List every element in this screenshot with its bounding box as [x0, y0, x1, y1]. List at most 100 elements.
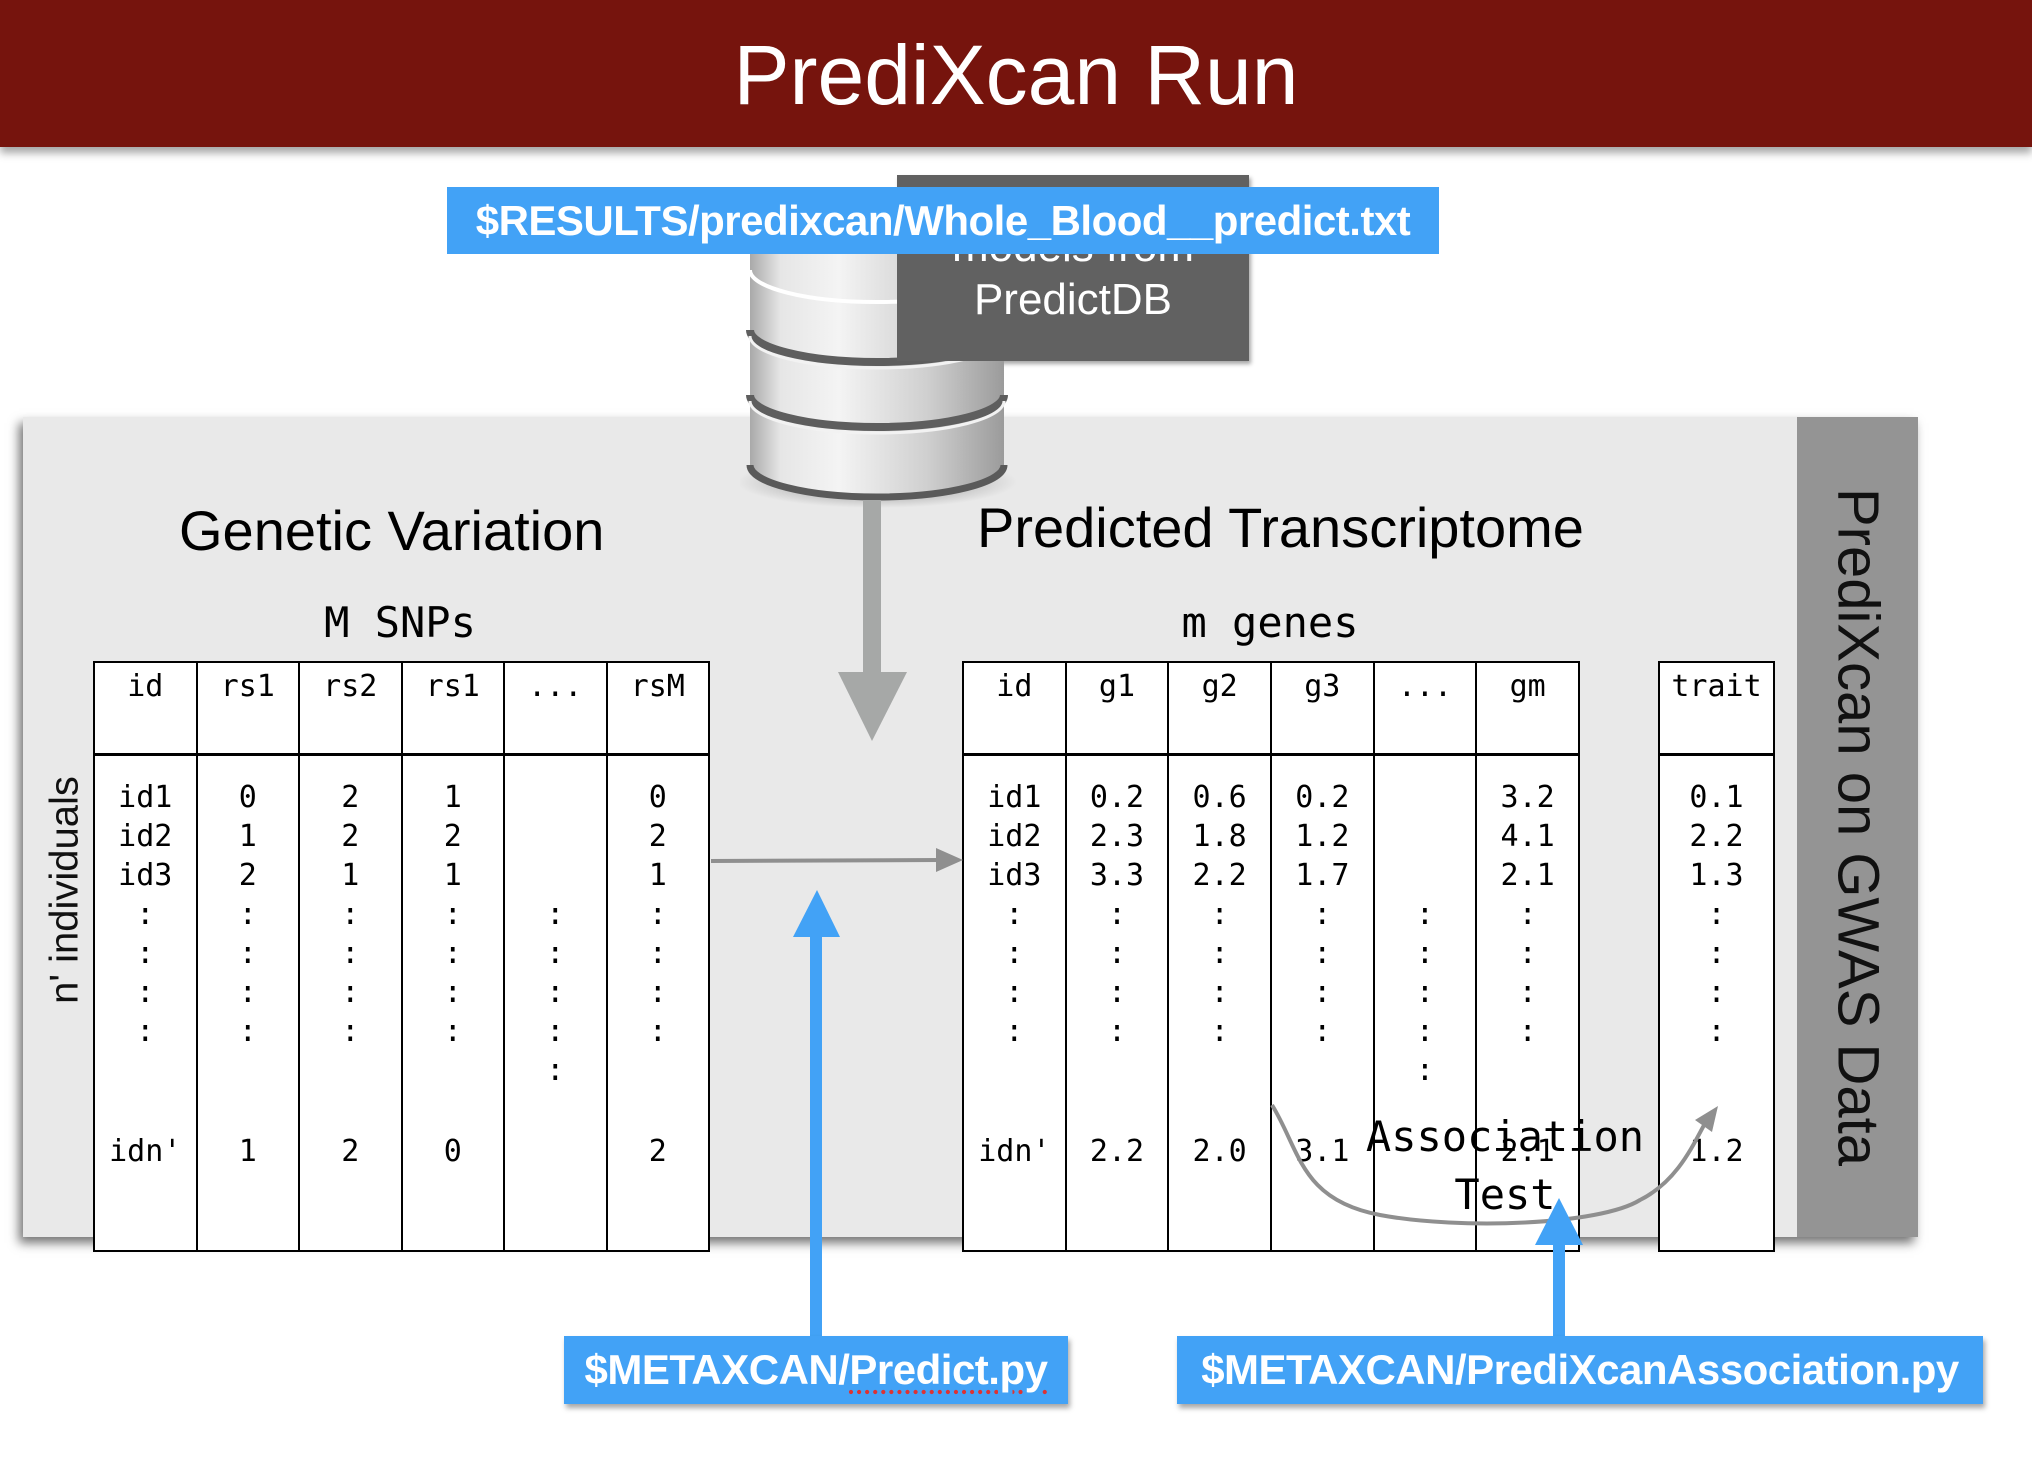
table-cell: 1.2	[1689, 1134, 1744, 1169]
page-title: PrediXcan Run	[733, 28, 1299, 122]
association-line-2: Test	[1454, 1170, 1556, 1219]
table-cell: :	[341, 936, 360, 971]
table-cell: :	[648, 897, 667, 932]
table-cell: :	[648, 975, 667, 1010]
table-cell: 1	[648, 858, 667, 893]
table-cell: 2	[341, 819, 360, 854]
table-cell: 0.2	[1089, 780, 1145, 815]
table-cell: 3.1	[1295, 1134, 1350, 1169]
title-bar	[0, 0, 2032, 147]
association-pointer-head	[1535, 1198, 1583, 1245]
column-header: rs1	[195, 661, 300, 756]
table-cell: :	[1518, 975, 1537, 1010]
predicted-transcriptome-title: Predicted Transcriptome	[977, 496, 1584, 559]
table-cell: :	[1210, 1014, 1229, 1049]
table-cell: 2.0	[1192, 1134, 1247, 1169]
table-cell: :	[1415, 1014, 1434, 1049]
table-cell: :	[1707, 897, 1726, 932]
table-cell: 2	[238, 858, 257, 893]
column-header: id	[962, 661, 1067, 756]
table-cell: :	[1518, 1014, 1537, 1049]
table-cell: :	[546, 1014, 565, 1049]
column-values: :::::	[1372, 754, 1478, 1252]
association-arrow-head	[1695, 1106, 1718, 1132]
predict-pointer-shaft	[810, 935, 822, 1337]
table-cell: 2	[341, 780, 360, 815]
table-cell: 2.1	[1500, 858, 1555, 893]
table-cell: 2.1	[1500, 1134, 1555, 1169]
table-cell: 2	[648, 1134, 667, 1169]
column-header: trait	[1658, 661, 1775, 756]
table-cell: 1	[238, 819, 257, 854]
snps-subtitle: M SNPs	[324, 598, 476, 647]
table-cell: 3.3	[1089, 858, 1145, 893]
table-cell: :	[546, 897, 565, 932]
table-cell: :	[1107, 897, 1127, 932]
table-cell: 1	[443, 780, 462, 815]
db-down-arrow-shaft	[863, 500, 881, 675]
table-cell: 3.2	[1500, 780, 1555, 815]
table-cell: :	[1313, 936, 1332, 971]
table-cell: :	[1415, 975, 1434, 1010]
table-cell: 0.1	[1689, 780, 1744, 815]
predict-script-prefix: $METAXCAN/	[584, 1346, 850, 1393]
table-cell: 2	[443, 819, 462, 854]
table-cell: 0	[648, 780, 667, 815]
table-cell: 0	[238, 780, 257, 815]
table-cell: :	[546, 1053, 565, 1088]
table-cell: :	[1005, 1014, 1024, 1049]
table-cell: :	[443, 936, 462, 971]
column-header: g3	[1269, 661, 1375, 756]
column-header: rs1	[400, 661, 505, 756]
table-cell: id3	[987, 858, 1042, 893]
association-test-label: Association Test	[1340, 1108, 1670, 1224]
table-cell: 0.6	[1192, 780, 1247, 815]
table-cell: :	[238, 1014, 257, 1049]
association-curve	[1270, 1103, 1710, 1226]
results-file-label: $RESULTS/predixcan/Whole_Blood__predict.…	[447, 187, 1439, 254]
association-line-1: Association	[1365, 1112, 1645, 1161]
table-cell: id3	[118, 858, 173, 893]
table-cell: :	[1005, 897, 1024, 932]
table-cell: :	[238, 936, 257, 971]
column-header: rsM	[605, 661, 710, 756]
table-cell: 1.3	[1689, 858, 1744, 893]
table-cell: :	[1707, 936, 1726, 971]
table-cell: 1.8	[1192, 819, 1247, 854]
table-cell: :	[1107, 1014, 1127, 1049]
db-down-arrow-head	[838, 672, 907, 741]
table-cell: id2	[987, 819, 1042, 854]
column-header: id	[93, 661, 198, 756]
table-cell: 2.3	[1089, 819, 1145, 854]
table-cell: :	[1107, 936, 1127, 971]
table-cell: 2.2	[1089, 1134, 1145, 1169]
association-pointer-shaft	[1553, 1243, 1565, 1337]
table-cell: 1	[238, 1134, 257, 1169]
table-cell: :	[136, 1014, 155, 1049]
column-header: g2	[1167, 661, 1272, 756]
table-cell: :	[1707, 975, 1726, 1010]
side-panel	[1797, 417, 1918, 1237]
table-cell: :	[443, 1014, 462, 1049]
table-cell: :	[1210, 975, 1229, 1010]
table-cell: :	[136, 936, 155, 971]
table-cell: :	[1210, 936, 1229, 971]
predict-pointer-head	[793, 890, 840, 937]
table-cell: :	[443, 975, 462, 1010]
column-header: g1	[1064, 661, 1170, 756]
table-cell: :	[1210, 897, 1229, 932]
table-cell: :	[546, 936, 565, 971]
table-cell: :	[1518, 936, 1537, 971]
table-cell: :	[443, 897, 462, 932]
predictdb-caption-2: PredictDB	[973, 275, 1173, 324]
table-cell: :	[341, 1014, 360, 1049]
table-cell: 1.2	[1295, 819, 1350, 854]
